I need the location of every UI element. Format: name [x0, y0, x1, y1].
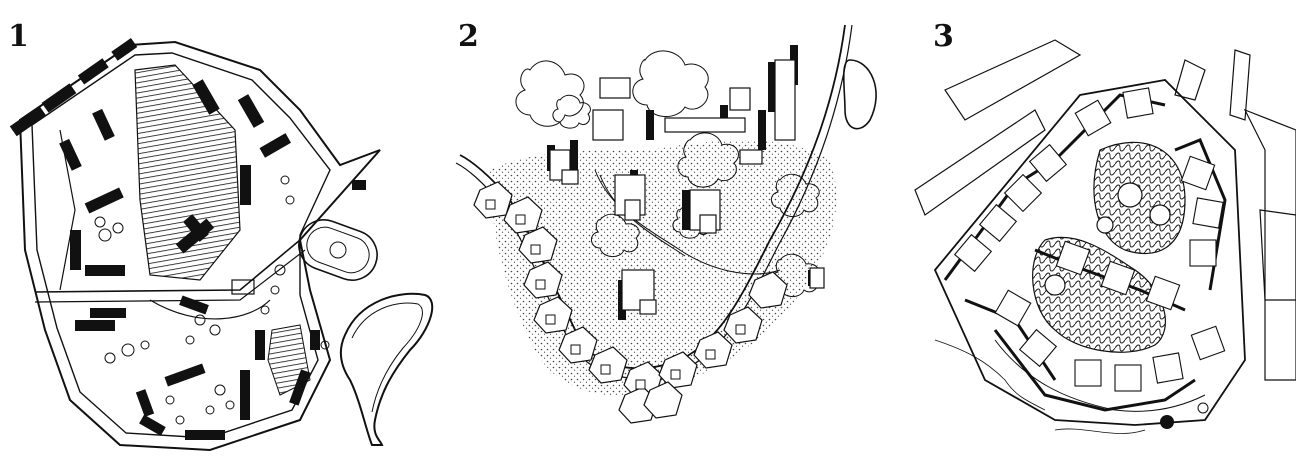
internal-road-north — [59, 129, 76, 291]
site-plan-2: 2 — [450, 0, 900, 472]
outline-squiggle-bottom — [1054, 428, 1146, 434]
trees — [1044, 182, 1171, 296]
tree-clusters — [515, 50, 820, 297]
footpath — [994, 339, 1206, 412]
buildings-dark — [9, 38, 366, 440]
lake — [339, 292, 434, 446]
neighbouring-parcels — [914, 39, 1296, 381]
terrace-blocks — [943, 87, 1227, 412]
outline-squiggle — [934, 339, 1046, 411]
small-building — [231, 279, 255, 295]
site-plan-3: 3 — [905, 0, 1296, 472]
internal-road-loop — [149, 299, 271, 320]
lake-inner — [351, 302, 423, 413]
site-plan-1-drawing — [9, 38, 434, 452]
panel-number-3: 3 — [933, 19, 954, 54]
panel-number-1: 1 — [8, 19, 29, 54]
tree-clusters — [94, 175, 330, 425]
building-clusters — [547, 45, 825, 320]
entry-marker — [1160, 415, 1174, 429]
internal-road-east-west — [34, 239, 301, 293]
boundary-road-inner — [31, 52, 331, 439]
site-plan-1: 1 — [0, 0, 440, 472]
site-plan-3-drawing — [914, 39, 1296, 434]
pond — [842, 59, 877, 130]
row-houses-inner — [485, 199, 746, 390]
sports-field — [298, 219, 378, 281]
inner-path-2 — [599, 174, 686, 257]
boundary-road-outer — [18, 40, 381, 452]
entry-marker-2 — [1197, 402, 1209, 414]
central-park-hatched — [134, 64, 241, 281]
site-plan-2-drawing — [455, 24, 877, 424]
site-boundary — [933, 79, 1246, 426]
panel-number-2: 2 — [458, 19, 479, 54]
